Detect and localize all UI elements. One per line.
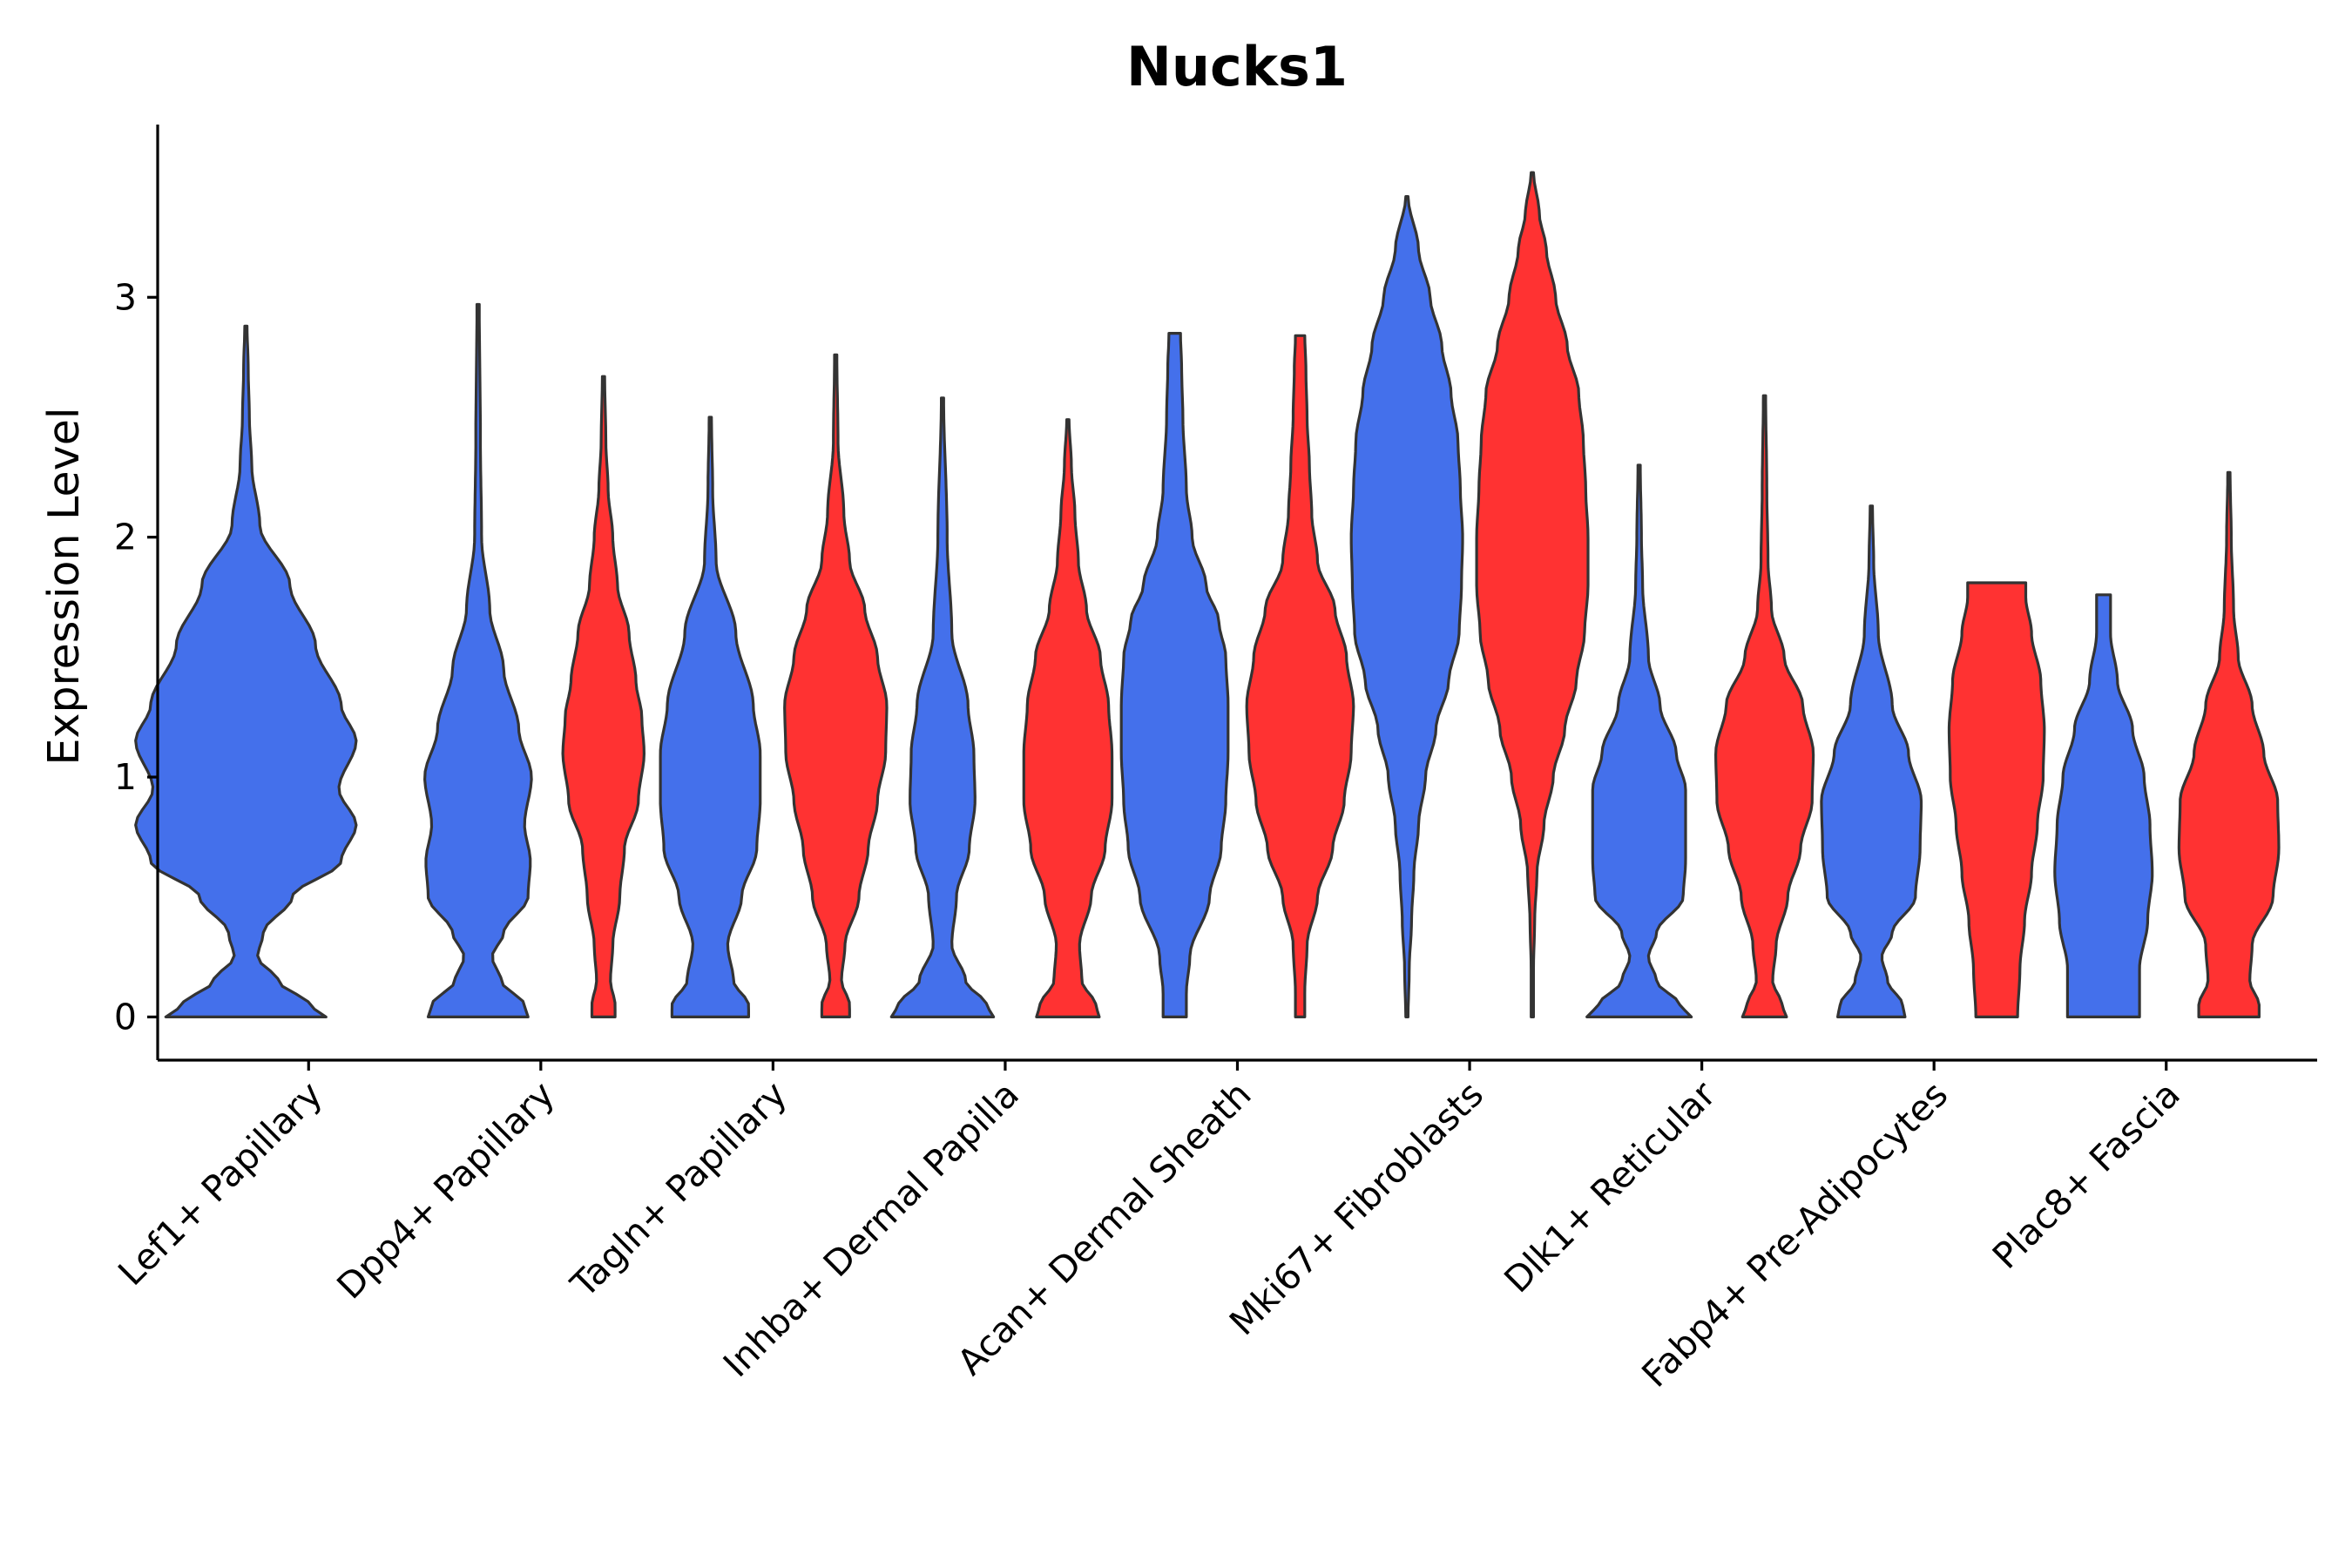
- violin-9: [1349, 195, 1464, 1018]
- violin-16: [2177, 470, 2281, 1018]
- x-tick-label-0: Lef1+ Papillary: [110, 1073, 330, 1294]
- violin-4: [783, 353, 889, 1018]
- violin-7: [1119, 332, 1230, 1018]
- violins-group: [134, 171, 2281, 1018]
- x-tick-label-6: Dlk1+ Reticular: [1496, 1073, 1723, 1301]
- violin-3: [659, 416, 762, 1018]
- y-axis-label: Expression Level: [39, 408, 89, 766]
- chart-title: Nucks1: [1126, 35, 1348, 98]
- violin-2: [561, 375, 645, 1018]
- violin-12: [1714, 394, 1815, 1018]
- violin-11: [1585, 463, 1693, 1018]
- violin-0: [134, 324, 358, 1018]
- y-ticks: 0 1 2 3: [114, 276, 158, 1037]
- violin-15: [2053, 593, 2154, 1018]
- violin-1: [423, 302, 533, 1018]
- violin-14: [1947, 581, 2046, 1018]
- y-tick-label-0: 0: [114, 996, 137, 1037]
- violin-13: [1820, 504, 1923, 1018]
- violin-6: [1022, 418, 1114, 1018]
- x-tick-label-5: Mki67+ Fibroblasts: [1221, 1073, 1491, 1343]
- y-tick-label-1: 1: [114, 756, 137, 798]
- x-tick-label-1: Dpp4+ Papillary: [329, 1073, 563, 1307]
- y-tick-label-2: 2: [114, 517, 137, 558]
- violin-8: [1245, 334, 1355, 1018]
- x-tick-label-8: Plac8+ Fascia: [1984, 1073, 2188, 1277]
- violin-10: [1475, 171, 1590, 1018]
- violin-5: [889, 396, 996, 1018]
- x-tick-label-2: Tagln+ Papillary: [562, 1073, 794, 1306]
- y-tick-label-3: 3: [114, 276, 137, 318]
